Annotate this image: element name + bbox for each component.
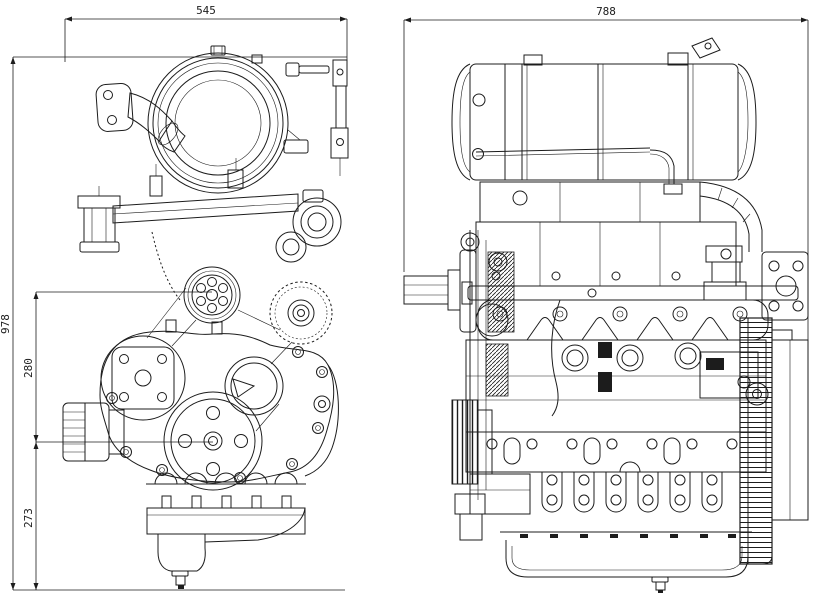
right-bracket [330,59,349,176]
flywheel-housing [703,245,809,565]
air-cleaner-side [451,37,757,195]
front-end-side [403,230,515,541]
oil-pan-side [500,531,752,593]
manifold-band [77,158,342,301]
front-view-drawing [62,45,349,589]
cylinder-block [465,299,767,433]
oil-filter [62,402,125,462]
upper-height-label: 280 [22,358,35,378]
side-length-label: 788 [596,5,616,18]
oil-pan-front [146,472,306,589]
lower-height-label: 273 [22,508,35,528]
dimension-overall-height: 978 [0,56,347,591]
crank-pulley-front [163,391,263,491]
overall-height-label: 978 [0,314,12,334]
intake-elbow [699,181,809,321]
air-cleaner-front [147,45,330,194]
pulley-group [100,266,333,432]
dimension-upper-height: 280 [22,291,213,443]
exhaust-elbow [95,82,186,153]
side-view-drawing [403,37,809,593]
gear-case [99,319,335,484]
dimension-side-length: 788 [403,5,809,342]
skirt-ribs [466,471,766,515]
dimension-lower-height: 273 [22,442,39,590]
front-width-label: 545 [196,4,216,17]
dimension-front-width: 545 [64,4,348,63]
crankcase-rail [465,431,767,473]
front-right-housing [304,364,339,477]
